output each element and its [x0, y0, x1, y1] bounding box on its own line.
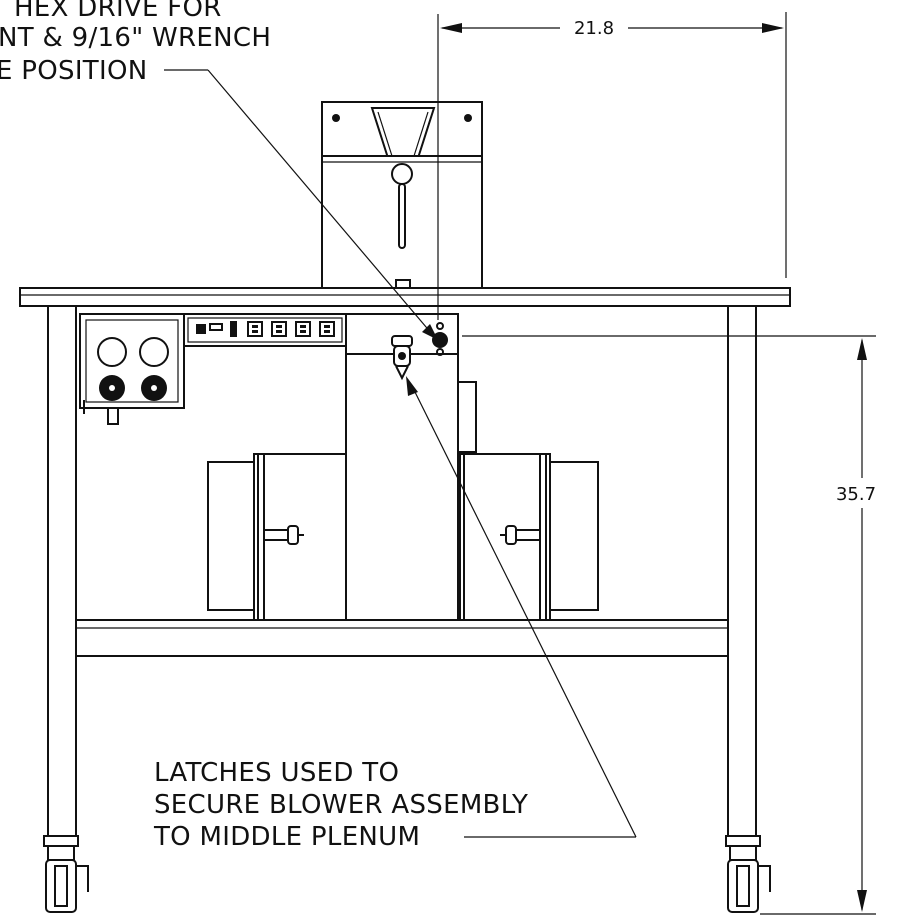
arrowhead	[440, 23, 462, 33]
outlet-icon	[247, 321, 263, 337]
dimension-height: 35.7	[462, 335, 876, 915]
gauge-icon	[139, 337, 169, 367]
knob	[391, 163, 413, 185]
arrowhead	[762, 23, 784, 33]
callout-line: HEX DRIVE FOR	[14, 0, 222, 23]
caster-left	[43, 835, 89, 913]
dimension-width-label: 21.8	[574, 18, 614, 39]
outlet-icon	[295, 321, 311, 337]
arrowhead	[406, 376, 418, 396]
blower-right	[457, 453, 599, 621]
control-box	[79, 313, 185, 425]
caster-wheel-right	[727, 859, 759, 913]
hopper-unit	[321, 101, 483, 289]
callout-line: LATCHES USED TO	[154, 758, 399, 788]
callout-line: NT & 9/16" WRENCH	[0, 23, 271, 53]
outlet-icon	[319, 321, 335, 337]
table-leg-right	[727, 305, 757, 837]
leader-latches	[406, 376, 637, 838]
arrowhead	[857, 338, 867, 360]
callout-hex-drive: HEX DRIVE FOR NT & 9/16" WRENCH E POSITI…	[0, 0, 271, 86]
lower-shelf	[75, 619, 729, 657]
dimension-height-label: 35.7	[836, 484, 876, 505]
handle	[398, 183, 406, 249]
caster-right	[725, 835, 771, 913]
callout-line: E POSITION	[0, 56, 147, 86]
plenum-latch-icon	[391, 335, 413, 381]
caster-wheel-left	[45, 859, 77, 913]
table-leg-left	[47, 305, 77, 837]
latch-icon	[263, 525, 304, 545]
middle-plenum	[345, 313, 477, 621]
table-top	[19, 287, 791, 307]
dimension-width: 21.8	[437, 12, 787, 320]
callout-line: TO MIDDLE PLENUM	[153, 822, 420, 852]
callout-latches: LATCHES USED TO SECURE BLOWER ASSEMBLY T…	[153, 758, 528, 852]
power-strip	[183, 313, 347, 347]
gauge-icon	[97, 337, 127, 367]
blower-left	[207, 453, 347, 621]
plenum-body	[345, 353, 459, 621]
arrowhead	[422, 324, 438, 340]
leader-hex-drive	[164, 69, 438, 340]
latch-icon	[500, 525, 541, 545]
arrowhead	[857, 890, 867, 912]
callout-line: SECURE BLOWER ASSEMBLY	[154, 790, 528, 820]
switch-icon	[196, 324, 206, 334]
outlet-icon	[271, 321, 287, 337]
